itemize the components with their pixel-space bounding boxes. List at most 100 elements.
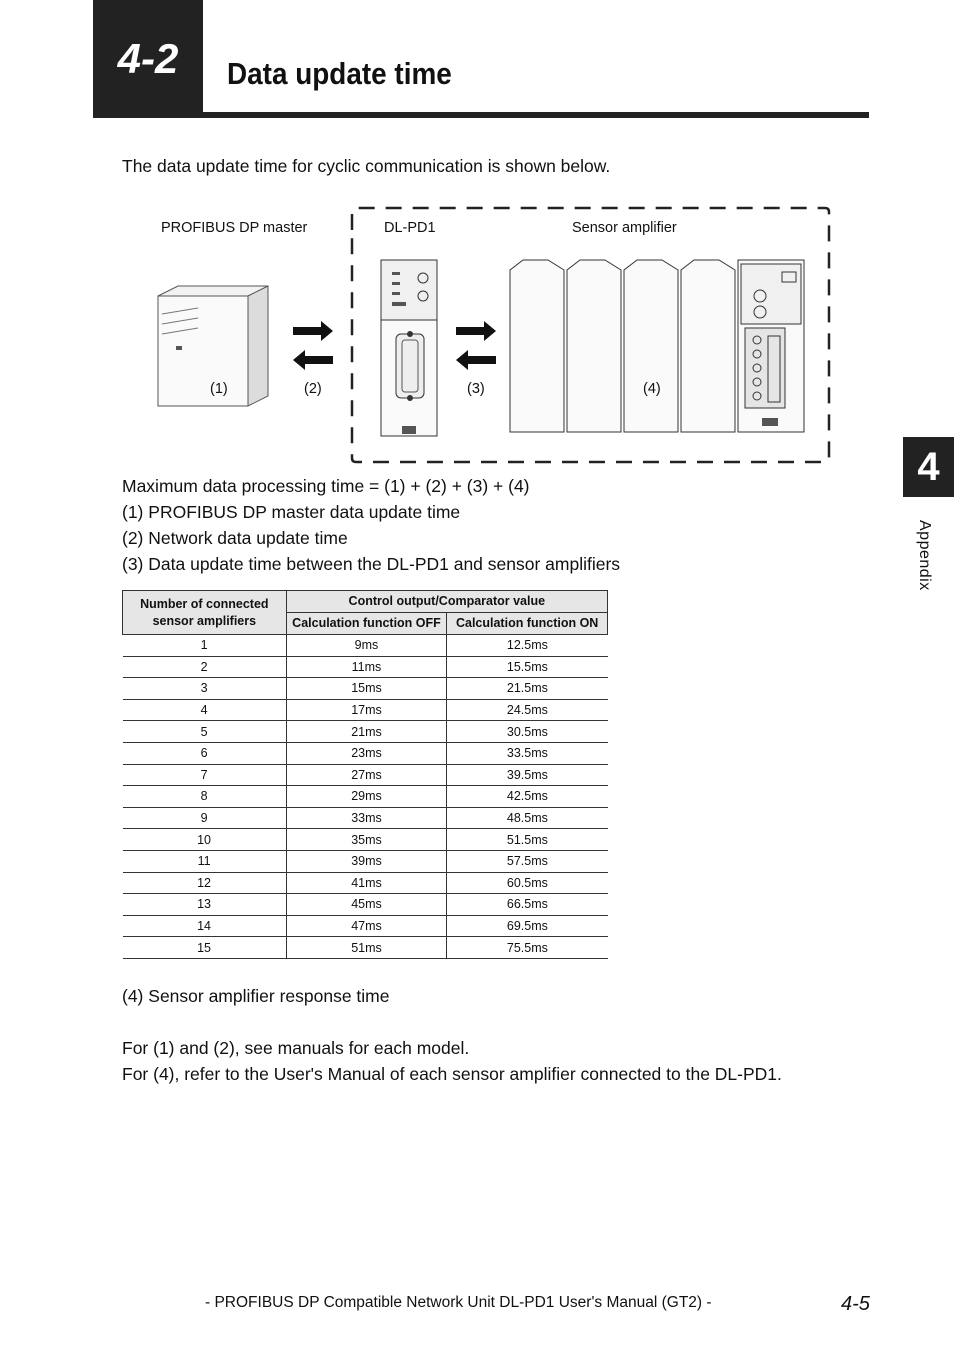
header-calc-off: Calculation function OFF [285, 612, 448, 635]
marker-4: (4) [643, 381, 661, 397]
cell-calc-off: 17ms [285, 699, 447, 722]
cell-calc-off: 33ms [285, 807, 447, 830]
cell-calc-off: 51ms [285, 936, 447, 959]
item-1-number: (1) [122, 502, 144, 522]
cell-count: 9 [122, 807, 287, 830]
cell-count: 2 [122, 656, 287, 679]
marker-1: (1) [210, 381, 228, 397]
cell-calc-on: 12.5ms [446, 634, 608, 657]
item-3-number: (3) [122, 554, 144, 574]
page-title: Data update time [227, 56, 452, 91]
title-underline [203, 112, 869, 118]
sensor-amplifier-icons [509, 259, 736, 433]
cell-calc-on: 15.5ms [446, 656, 608, 679]
item-3-text: Data update time between the DL-PD1 and … [148, 554, 621, 574]
cell-calc-on: 30.5ms [446, 720, 608, 743]
cell-calc-on: 24.5ms [446, 699, 608, 722]
note-1: For (1) and (2), see manuals for each mo… [122, 1038, 470, 1058]
cell-calc-off: 15ms [285, 677, 447, 700]
item-4: (4) Sensor amplifier response time [122, 983, 389, 1009]
cell-calc-off: 29ms [285, 785, 447, 808]
cell-calc-on: 42.5ms [446, 785, 608, 808]
cell-calc-on: 60.5ms [446, 872, 608, 895]
dl-pd1-module-icon [380, 259, 438, 437]
formula-text: Maximum data processing time = (1) + (2)… [122, 476, 530, 496]
cell-calc-off: 45ms [285, 893, 447, 916]
cell-calc-on: 57.5ms [446, 850, 608, 873]
cell-count: 11 [122, 850, 287, 873]
page-number: 4-5 [841, 1293, 870, 1315]
cell-count: 3 [122, 677, 287, 700]
cell-count: 5 [122, 720, 287, 743]
cell-count: 4 [122, 699, 287, 722]
cell-calc-off: 11ms [285, 656, 447, 679]
chapter-tab[interactable]: 4 [903, 437, 954, 497]
cell-calc-off: 35ms [285, 828, 447, 851]
cell-calc-on: 69.5ms [446, 915, 608, 938]
system-diagram [157, 206, 831, 464]
cell-calc-on: 66.5ms [446, 893, 608, 916]
section-number-box: 4-2 [93, 0, 203, 118]
item-2-number: (2) [122, 528, 144, 548]
label-dl-pd1: DL-PD1 [384, 220, 436, 236]
cell-calc-off: 47ms [285, 915, 447, 938]
update-time-table: Number of connected sensor amplifiers Co… [122, 590, 609, 959]
item-4-text: Sensor amplifier response time [148, 986, 390, 1006]
note-2: For (4), refer to the User's Manual of e… [122, 1064, 782, 1084]
cell-count: 8 [122, 785, 287, 808]
cell-calc-on: 39.5ms [446, 764, 608, 787]
arrows-2-icon [293, 321, 333, 370]
chapter-label: Appendix [916, 520, 933, 591]
cell-calc-on: 33.5ms [446, 742, 608, 765]
item-4-number: (4) [122, 986, 144, 1006]
header-calc-on: Calculation function ON [446, 612, 608, 635]
item-2: (2) Network data update time [122, 525, 348, 551]
cell-count: 6 [122, 742, 287, 765]
cell-count: 1 [122, 634, 287, 657]
cell-count: 12 [122, 872, 287, 895]
cell-calc-off: 27ms [285, 764, 447, 787]
cell-calc-off: 23ms [285, 742, 447, 765]
intro-text: The data update time for cyclic communic… [122, 156, 611, 176]
cell-calc-on: 75.5ms [446, 936, 608, 959]
item-1-text: PROFIBUS DP master data update time [148, 502, 461, 522]
cell-calc-off: 39ms [285, 850, 447, 873]
cell-calc-off: 9ms [285, 634, 447, 657]
cell-count: 15 [122, 936, 287, 959]
master-cabinet-icon [157, 285, 269, 407]
header-group: Control output/Comparator value [285, 590, 609, 613]
item-3: (3) Data update time between the DL-PD1 … [122, 551, 620, 577]
cell-calc-off: 21ms [285, 720, 447, 743]
devicenet-unit-icon [737, 259, 805, 433]
header-count: Number of connected sensor amplifiers [122, 590, 287, 635]
cell-calc-on: 51.5ms [446, 828, 608, 851]
cell-count: 14 [122, 915, 287, 938]
footer-text: - PROFIBUS DP Compatible Network Unit DL… [205, 1294, 712, 1311]
dashed-boundary [350, 206, 831, 464]
cell-calc-on: 48.5ms [446, 807, 608, 830]
cell-calc-on: 21.5ms [446, 677, 608, 700]
cell-count: 7 [122, 764, 287, 787]
item-2-text: Network data update time [148, 528, 348, 548]
marker-3: (3) [467, 381, 485, 397]
cell-count: 13 [122, 893, 287, 916]
cell-count: 10 [122, 828, 287, 851]
arrows-3-icon [456, 321, 496, 370]
item-1: (1) PROFIBUS DP master data update time [122, 499, 460, 525]
cell-calc-off: 41ms [285, 872, 447, 895]
marker-2: (2) [304, 381, 322, 397]
